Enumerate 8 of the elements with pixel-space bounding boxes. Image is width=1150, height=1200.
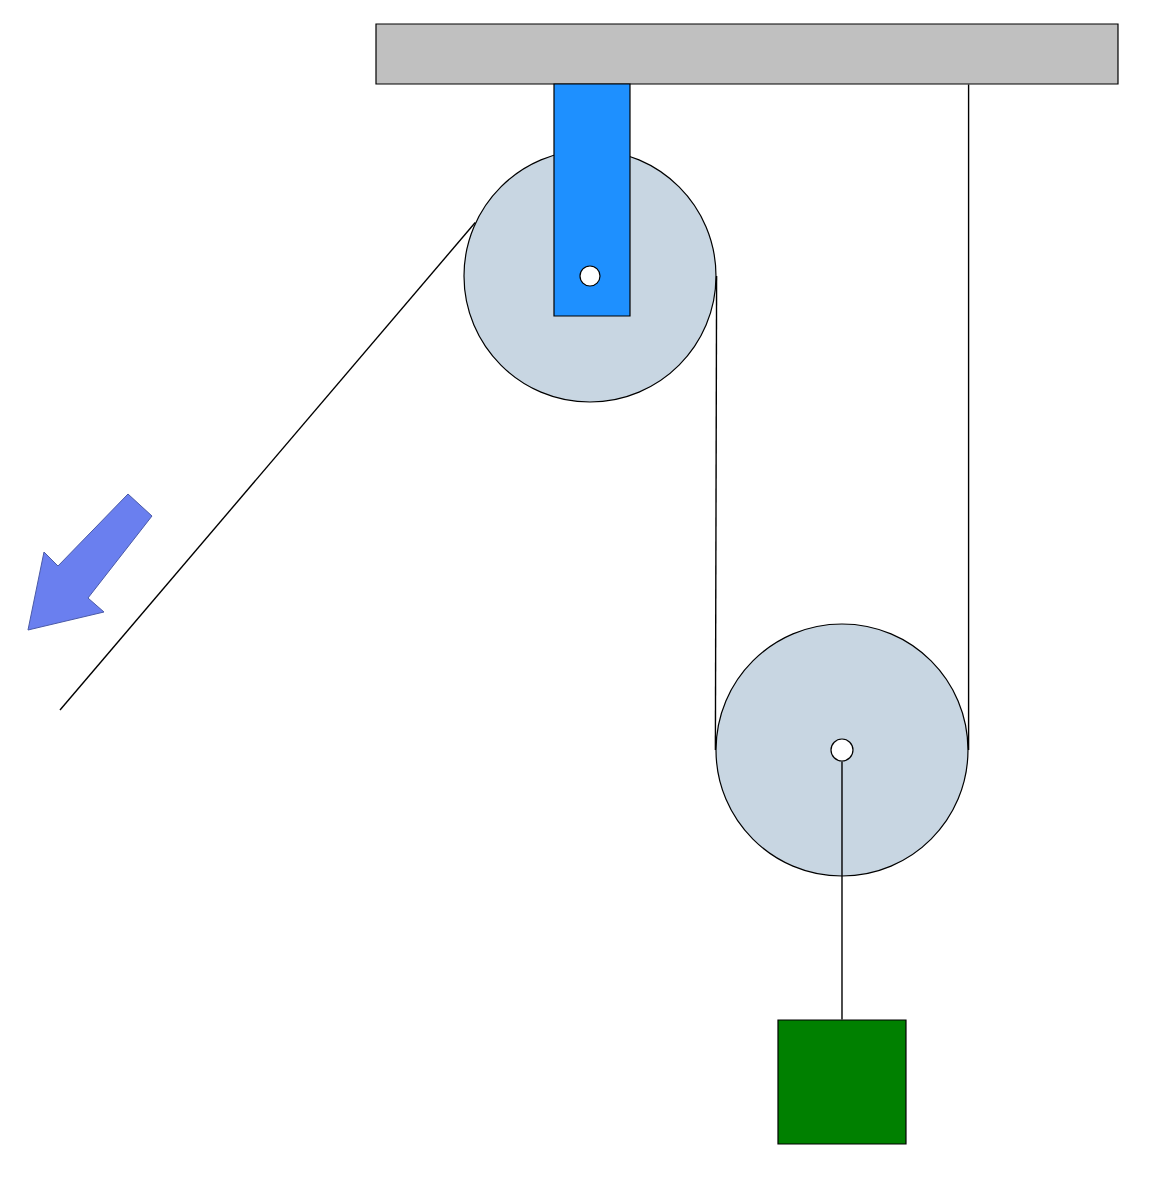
axle	[830, 738, 854, 762]
hanging-weight	[777, 1019, 907, 1145]
pulley-wheel	[715, 623, 969, 877]
rope	[841, 760, 843, 1021]
ceiling-beam	[375, 23, 1119, 85]
rope	[59, 221, 476, 711]
rope	[714, 275, 718, 751]
rope	[967, 83, 970, 751]
